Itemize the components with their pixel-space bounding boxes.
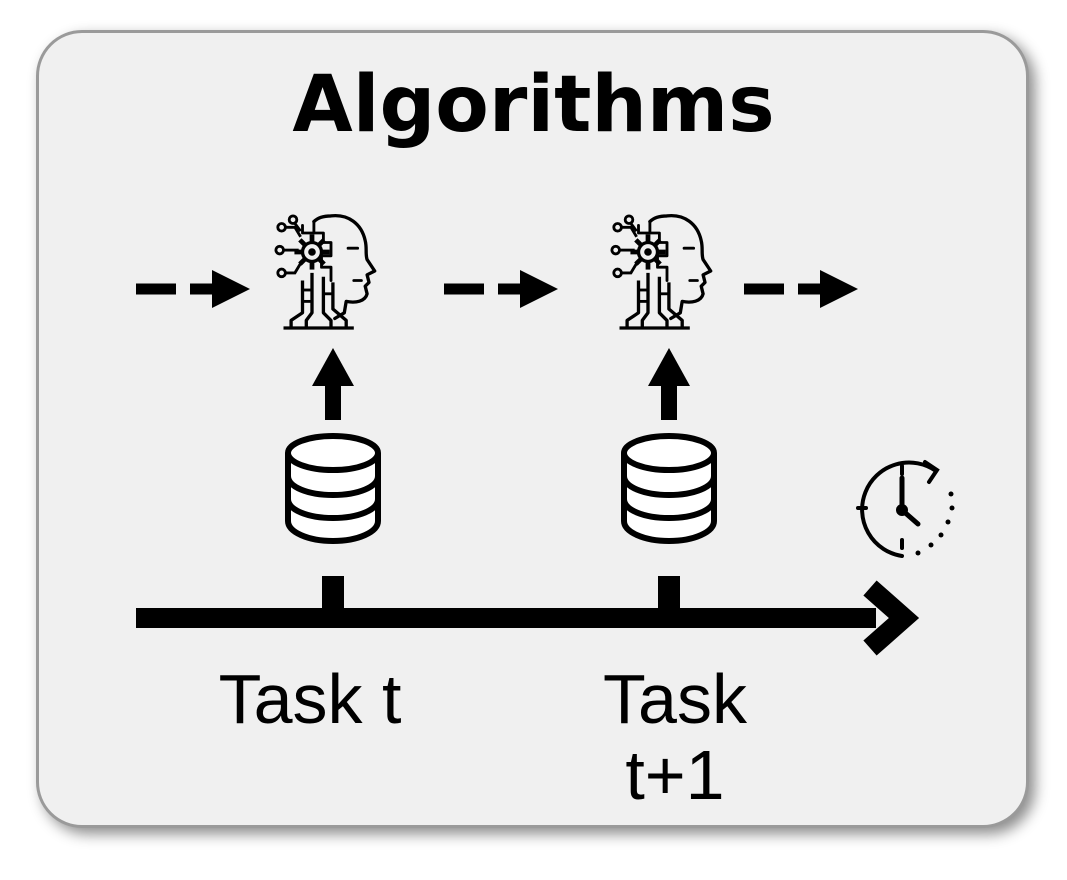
diagram-card [36, 30, 1029, 828]
database-icon [624, 436, 714, 541]
data-to-model-arrow [312, 348, 354, 420]
ai-robot-head-icon [276, 216, 375, 328]
data-to-model-arrow [648, 348, 690, 420]
timeline-arrow [136, 580, 920, 656]
timeline-tick-task-t [322, 576, 344, 618]
dashed-arrow-in [136, 270, 250, 308]
task-label-t: Task t [218, 660, 402, 738]
ai-robot-head-icon [612, 216, 711, 328]
timeline-tick-task-t1 [658, 576, 680, 618]
task-label-t-plus-1: Task t+1 [603, 660, 747, 814]
database-icon [288, 436, 378, 541]
dashed-arrow-between [444, 270, 558, 308]
clock-history-icon [856, 460, 955, 558]
dashed-arrow-out [744, 270, 858, 308]
diagram-title: Algorithms [292, 60, 775, 150]
